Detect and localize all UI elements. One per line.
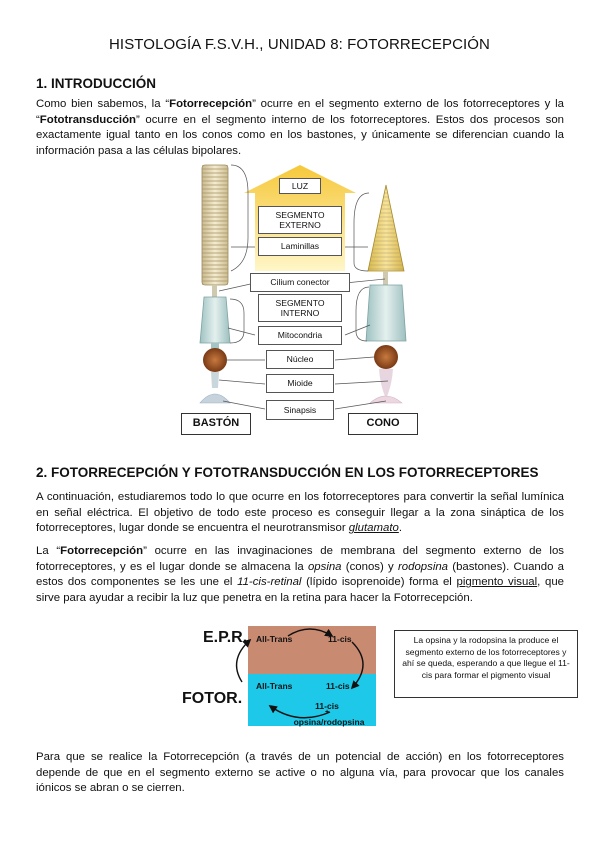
section-2-paragraph-1: A continuación, estudiaremos todo lo que… [36, 491, 564, 535]
label-inner-segment: SEGMENTO INTERNO [258, 294, 342, 322]
rod-cell [199, 164, 231, 404]
page-title: HISTOLOGÍA F.S.V.H., UNIDAD 8: FOTORRECE… [109, 36, 490, 53]
section-1-heading: 1. INTRODUCCIÓN [36, 76, 157, 91]
opsin-note-box: La opsina y la rodopsina la produce el s… [394, 630, 578, 698]
fotor-all-trans: All-Trans [256, 681, 293, 691]
section-2-paragraph-3: Para que se realice la Fotorrecepción (a… [36, 751, 564, 795]
label-connecting-cilium: Cilium conector [250, 273, 350, 292]
epr-all-trans: All-Trans [256, 634, 293, 644]
fotor-11-cis: 11-cis [326, 681, 350, 691]
cone-name-box: CONO [348, 413, 418, 435]
fotor-opsin-rhodopsin: opsina/rodopsina [293, 717, 365, 727]
fotor-plus: + [324, 709, 330, 716]
label-light: LUZ [279, 178, 321, 194]
label-myoid: Mioide [266, 374, 334, 393]
epr-label: E.P.R. [203, 629, 248, 646]
intro-paragraph: Como bien sabemos, la “Fotorrecepción” o… [36, 98, 565, 157]
fotor-label: FOTOR. [182, 690, 243, 707]
epr-11-cis: 11-cis [328, 634, 352, 644]
label-nucleus: Núcleo [266, 350, 334, 369]
retinal-cycle-diagram: E.P.R. FOTOR. All-Trans 11-cis All-Trans… [178, 624, 378, 733]
label-lamellae: Laminillas [258, 237, 342, 256]
label-outer-segment: SEGMENTO EXTERNO [258, 206, 342, 234]
photoreceptor-diagram: LUZ SEGMENTO EXTERNO Laminillas Cilium c… [178, 163, 422, 435]
label-mitochondria: Mitocondria [258, 326, 342, 345]
section-2-paragraph-2: La “Fotorrecepción” ocurre en las invagi… [36, 545, 564, 604]
retinal-cycle-graphic [235, 626, 376, 726]
rod-name-box: BASTÓN [181, 413, 251, 435]
section-2-heading: 2. FOTORRECEPCIÓN Y FOTOTRANSDUCCIÓN EN … [36, 465, 539, 480]
cone-cell [365, 184, 407, 404]
epr-band [248, 626, 376, 674]
label-synapse: Sinapsis [266, 400, 334, 420]
fotor-11-cis-lower: 11-cis [315, 701, 339, 711]
